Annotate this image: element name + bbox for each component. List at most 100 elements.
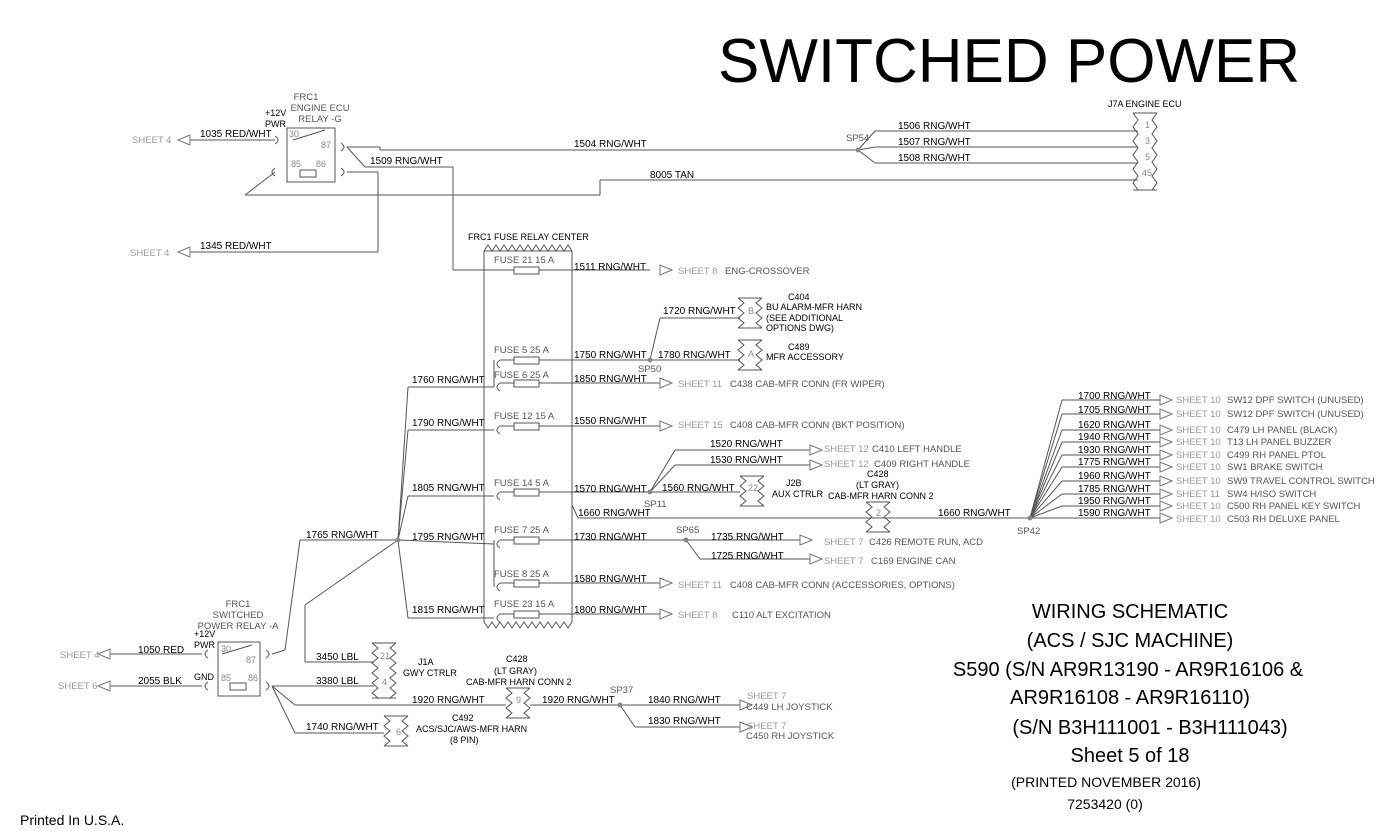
wire-1509: 1509 RNG/WHT [370, 156, 443, 167]
ecu-pin-3: 3 [1145, 136, 1150, 146]
sw-relay-pin30: 30 [221, 644, 231, 654]
wire-1506: 1506 RNG/WHT [898, 121, 971, 132]
sheet-ref-1950: SHEET 10 [1176, 501, 1221, 512]
splice-sp37: SP37 [610, 685, 633, 696]
fuse5-label: FUSE 5 25 A [494, 345, 550, 356]
ecu-relay-pwr2: PWR [265, 119, 286, 129]
wire-1504: 1504 RNG/WHT [574, 139, 647, 150]
fuse-center-label: FRC1 FUSE RELAY CENTER [468, 232, 589, 242]
sw-relay-pwr2: PWR [194, 640, 215, 650]
c428b-name: C428 [506, 654, 528, 664]
wire-1840: 1840 RNG/WHT [648, 695, 721, 706]
wire-1960: 1960 RNG/WHT [1078, 471, 1151, 482]
dest-1960: SW9 TRAVEL CONTROL SWITCH [1227, 476, 1375, 487]
wire-8005: 8005 TAN [650, 170, 694, 181]
sheet11-ref-a: SHEET 11 [678, 379, 722, 390]
wire-1780: 1780 RNG/WHT [658, 350, 731, 361]
switched-relay-box [217, 641, 261, 697]
c404-d2: (SEE ADDITIONAL [766, 313, 843, 323]
ecu-relay-desc2: RELAY -G [298, 114, 341, 125]
sheet-ref-1960: SHEET 10 [1176, 476, 1221, 487]
wire-1725: 1725 RNG/WHT [711, 551, 784, 562]
j1a-name: J1A [418, 657, 434, 667]
c404-name: C404 [788, 292, 810, 302]
fuse7-label: FUSE 7 25 A [494, 525, 550, 536]
dest-c409: C409 RIGHT HANDLE [874, 459, 970, 470]
fuse14-label: FUSE 14 5 A [494, 478, 550, 489]
dest-1930: C499 RH PANEL PTOL [1227, 450, 1326, 461]
sheet-ref-1775: SHEET 10 [1176, 462, 1221, 473]
wire-1815: 1815 RNG/WHT [412, 605, 485, 616]
wire-1850: 1850 RNG/WHT [574, 374, 647, 385]
sheet15-ref: SHEET 15 [678, 420, 723, 431]
dest-c408-bkt: C408 CAB-MFR CONN (BKT POSITION) [730, 420, 905, 431]
c428-pin: 2 [876, 508, 881, 518]
dest-c410: C410 LEFT HANDLE [872, 444, 962, 455]
wire-2055: 2055 BLK [138, 676, 182, 687]
sheet7-ref-c: SHEET 7 [747, 691, 786, 702]
wire-1530: 1530 RNG/WHT [710, 455, 783, 466]
ecu-pin-45: 45 [1142, 168, 1152, 178]
dest-c449: C449 LH JOYSTICK [746, 702, 833, 713]
sheet-ref-1785: SHEET 11 [1176, 489, 1220, 500]
sheet4-ref-c: SHEET 4 [60, 650, 99, 661]
tb-line5: (S/N B3H111001 - B3H111043) [1012, 717, 1287, 739]
wire-1560: 1560 RNG/WHT [662, 483, 735, 494]
c489-name: C489 [788, 342, 810, 352]
sw-relay-desc1: SWITCHED [213, 610, 264, 621]
sw-relay-pwr1: +12V [194, 629, 215, 639]
wire-1920a: 1920 RNG/WHT [412, 695, 485, 706]
wire-1730: 1730 RNG/WHT [574, 532, 647, 543]
wire-3380: 3380 LBL [316, 676, 359, 687]
sheet-ref-1700: SHEET 10 [1176, 395, 1221, 406]
sw-relay-pin86: 86 [248, 673, 258, 683]
wire-1930: 1930 RNG/WHT [1078, 445, 1151, 456]
j1a-pin4: 4 [382, 677, 387, 687]
tb-line6: Sheet 5 of 18 [1071, 745, 1190, 767]
sheet-ref-1940: SHEET 10 [1176, 437, 1221, 448]
wire-1660a: 1660 RNG/WHT [578, 508, 651, 519]
c404-d3: OPTIONS DWG) [766, 323, 834, 333]
sheet8-ref-a: SHEET 8 [678, 266, 717, 277]
dest-1620: C479 LH PANEL (BLACK) [1227, 425, 1337, 436]
dest-1785: SW4 H/ISO SWITCH [1227, 489, 1316, 500]
tb-printed: (PRINTED NOVEMBER 2016) [1011, 774, 1201, 790]
wire-1740: 1740 RNG/WHT [306, 722, 379, 733]
ecu-pin-5: 5 [1145, 152, 1150, 162]
wire-1550: 1550 RNG/WHT [574, 416, 647, 427]
ecu-relay-name: FRC1 [294, 92, 319, 103]
wire-1775: 1775 RNG/WHT [1078, 457, 1151, 468]
ecu-relay-box [286, 127, 336, 183]
wire-1800: 1800 RNG/WHT [574, 605, 647, 616]
tb-line1: WIRING SCHEMATIC [1032, 601, 1228, 623]
footer-printed-in: Printed In U.S.A. [20, 812, 124, 828]
dest-c110: C110 ALT EXCITATION [732, 610, 831, 621]
wire-1507: 1507 RNG/WHT [898, 137, 971, 148]
sheet4-ref-a: SHEET 4 [132, 135, 171, 146]
wire-3450: 3450 LBL [316, 652, 359, 663]
wire-1950: 1950 RNG/WHT [1078, 496, 1151, 507]
c428b-d2: CAB-MFR HARN CONN 2 [466, 677, 572, 687]
ecu-relay-pwr1: +12V [265, 108, 286, 118]
wire-1790: 1790 RNG/WHT [412, 418, 485, 429]
fuse-symbols [493, 266, 800, 623]
c404-pin: B [748, 306, 754, 316]
wire-1508: 1508 RNG/WHT [898, 153, 971, 164]
sheet12-ref-b: SHEET 12 [824, 459, 869, 470]
c492-d1: ACS/SJC/AWS-MFR HARN [416, 724, 527, 734]
wire-1035: 1035 RED/WHT [200, 129, 272, 140]
schematic-title: SWITCHED POWER [718, 27, 1300, 96]
c489-d1: MFR ACCESSORY [766, 352, 844, 362]
dest-c450: C450 RH JOYSTICK [746, 731, 835, 742]
wire-1805: 1805 RNG/WHT [412, 483, 485, 494]
dest-eng-crossover: ENG-CROSSOVER [725, 266, 810, 277]
wire-1345: 1345 RED/WHT [200, 241, 272, 252]
wire-1940: 1940 RNG/WHT [1078, 432, 1151, 443]
ecu-relay-desc1: ENGINE ECU [290, 103, 349, 114]
fuse8-label: FUSE 8 25 A [494, 569, 550, 580]
tb-line4: AR9R16108 - AR9R16110) [1010, 687, 1250, 709]
c492-name: C492 [452, 713, 474, 723]
wire-1660b: 1660 RNG/WHT [938, 508, 1011, 519]
sp42-output-labels: 1700 RNG/WHT SHEET 10 SW12 DPF SWITCH (U… [1078, 391, 1375, 525]
